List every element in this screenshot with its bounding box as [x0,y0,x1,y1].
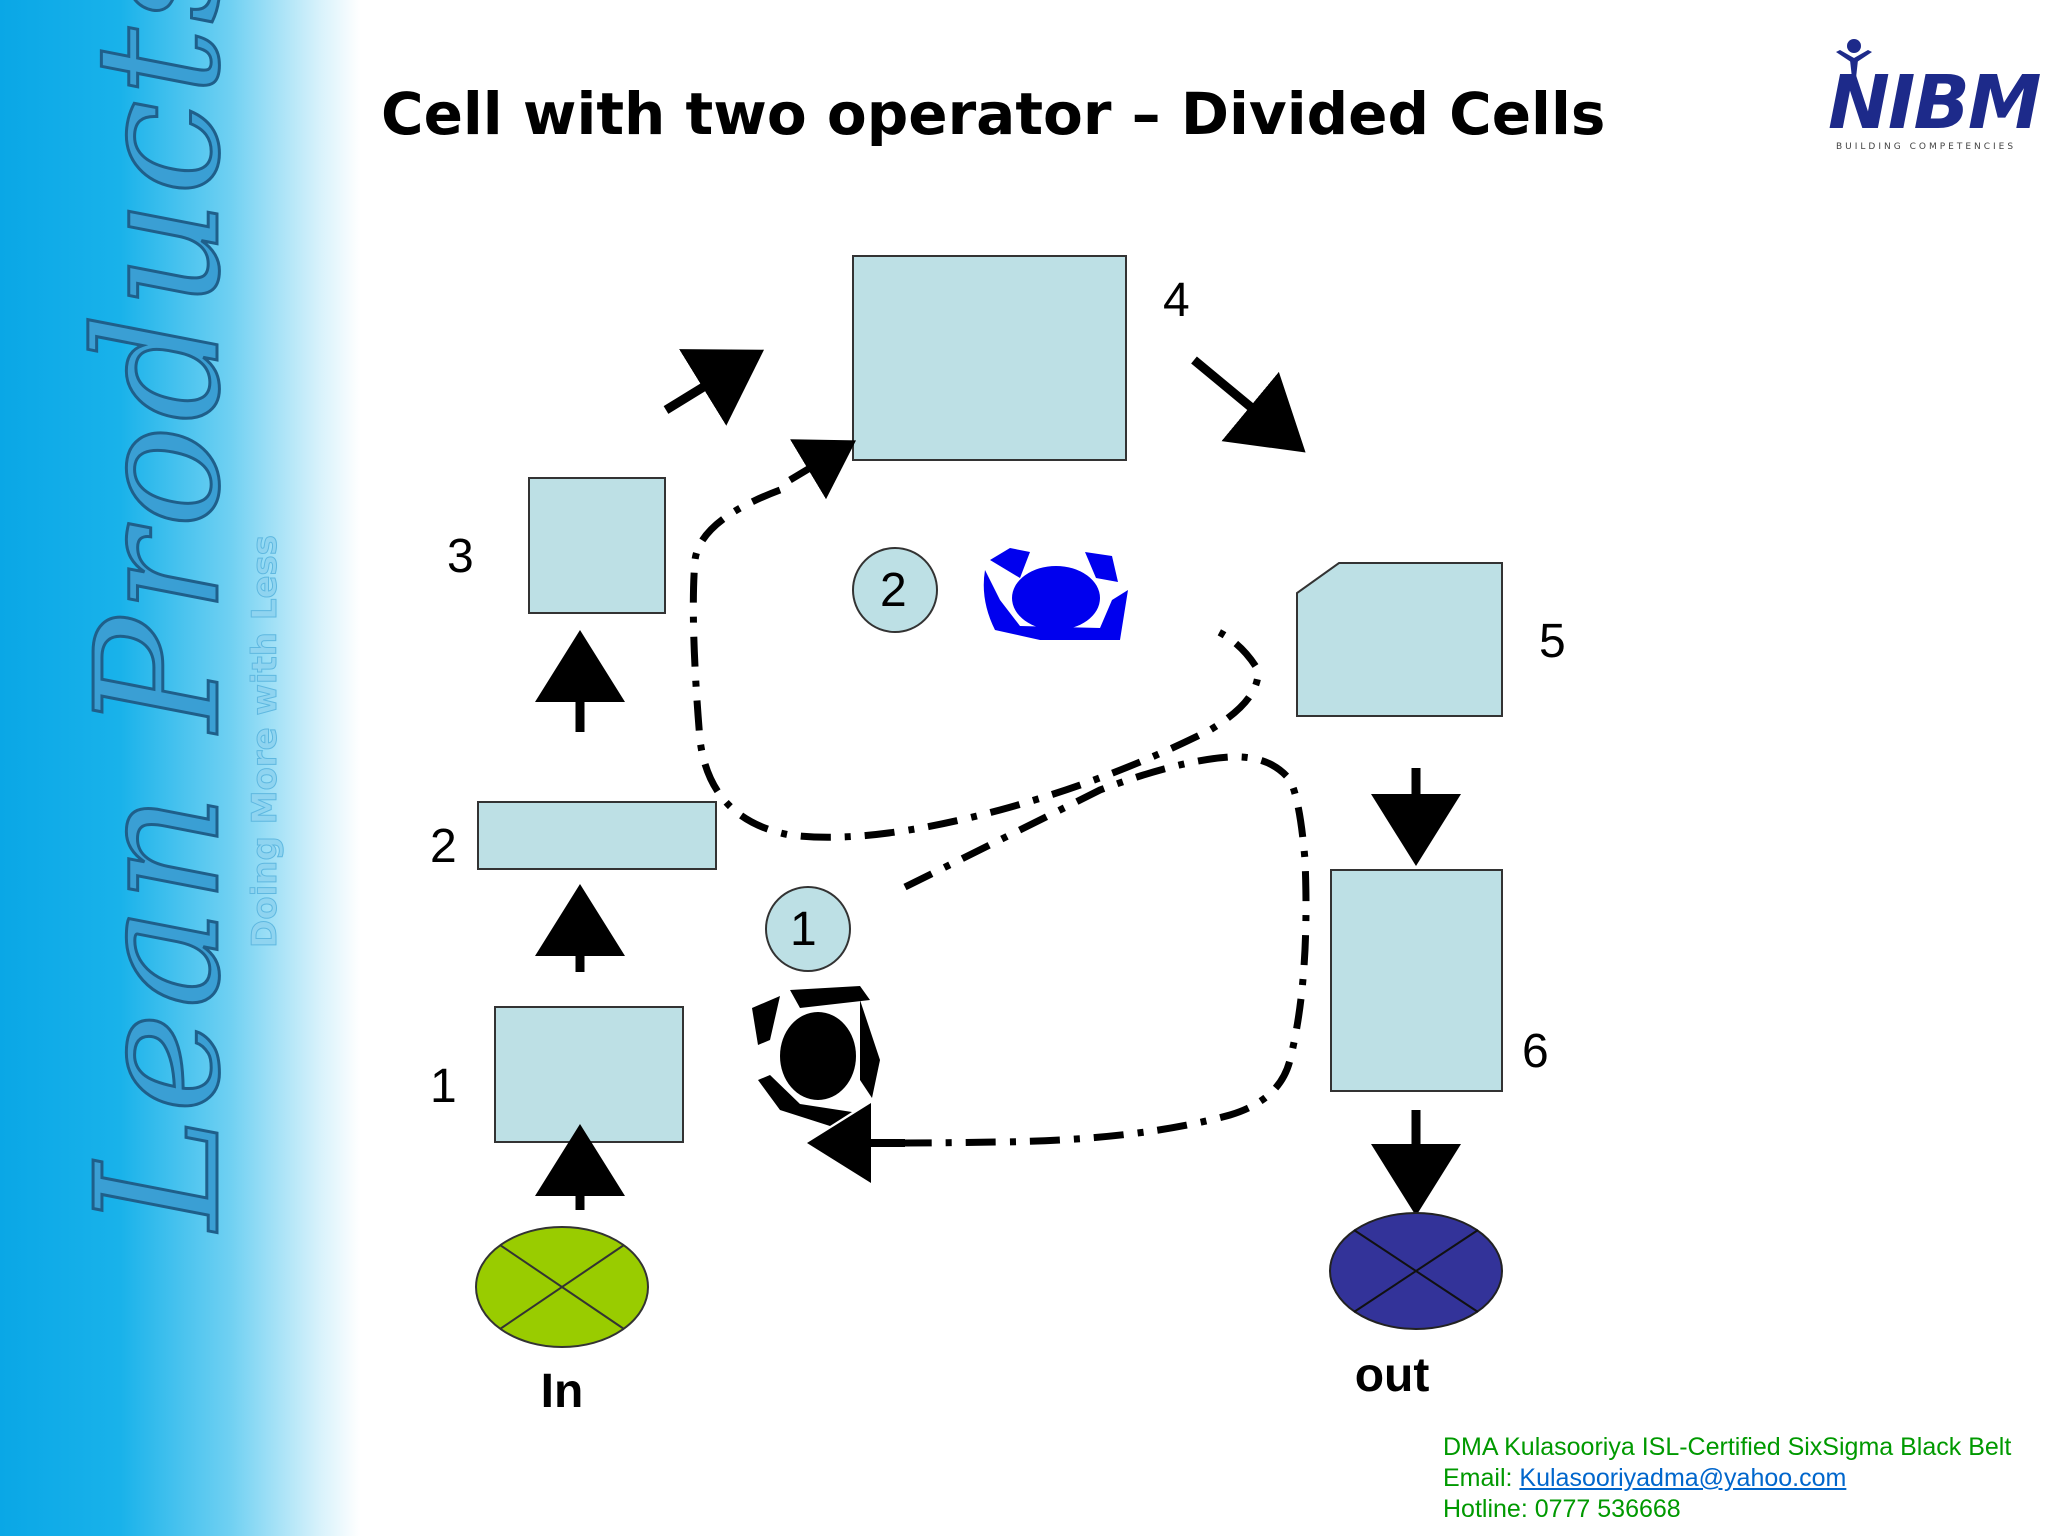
output-symbol [1329,1212,1503,1330]
station-1-box [494,1006,684,1143]
flow-arrow-4-to-5 [1191,356,1306,453]
station-4-box [852,255,1127,461]
author-email-line: Email: Kulasooriyadma@yahoo.com [1443,1463,2011,1494]
slide-title: Cell with two operator – Divided Cells [381,80,1606,148]
operator-2-badge [852,547,938,633]
station-2-label: 2 [430,820,457,873]
sidebar-banner: Lean Products Doing More with Less [0,0,360,1536]
author-hotline: Hotline: 0777 536668 [1443,1495,1681,1523]
station-3-label: 3 [447,530,474,583]
operator-2-number: 2 [880,564,907,617]
logo-subtitle: BUILDING COMPETENCIES [1836,142,2017,152]
station-1-label: 1 [430,1060,457,1113]
input-label: In [541,1365,584,1418]
station-2-box [477,801,717,870]
operator-2-figure [983,548,1128,640]
station-4-label: 4 [1163,274,1190,327]
operator-1-badge [765,886,851,972]
operator-1-path [903,753,1310,1147]
flow-arrow-3-to-4 [663,349,764,426]
author-footer: DMA Kulasooriya ISL-Certified SixSigma B… [1443,1432,2011,1525]
operator-1-figure [752,986,880,1126]
operator-2-path-arrow [788,439,857,500]
operator-1-number: 1 [790,903,817,956]
logo-text: NIBM [1828,60,2042,146]
author-credentials: DMA Kulasooriya ISL-Certified SixSigma B… [1443,1433,2012,1461]
input-symbol [475,1226,649,1348]
email-link[interactable]: Kulasooriyadma@yahoo.com [1519,1464,1847,1492]
station-6-label: 6 [1522,1025,1549,1078]
person-figure-icon [1836,39,1872,78]
output-label: out [1355,1349,1430,1402]
nibm-logo: NIBM BUILDING COMPETENCIES [1828,30,2042,160]
operator-2-path [689,486,1262,841]
station-5-label: 5 [1539,615,1566,668]
station-6-box [1330,869,1503,1092]
station-5-box [1296,562,1503,717]
station-3-box [528,477,666,614]
email-label: Email: [1443,1464,1520,1492]
